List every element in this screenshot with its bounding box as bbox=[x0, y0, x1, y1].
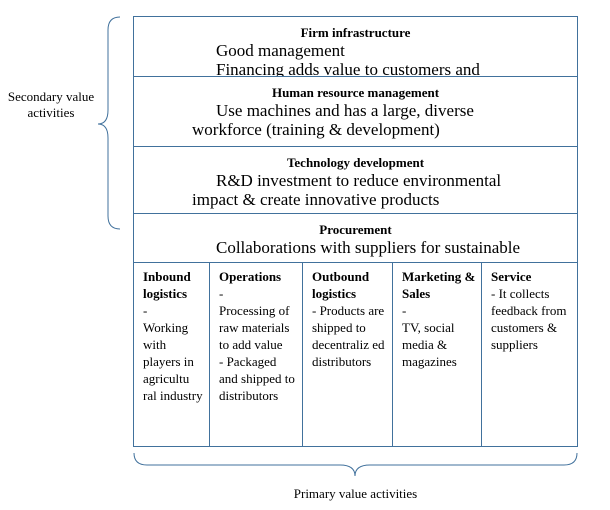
outbound-logistics-cell: Outbound logistics - Products are shippe… bbox=[303, 263, 393, 447]
primary-activities-row: Inbound logistics - Working with players… bbox=[134, 263, 577, 447]
cell-title: Outbound logistics bbox=[312, 269, 370, 301]
firm-infrastructure-band: Firm infrastructure Good management Fina… bbox=[134, 17, 577, 77]
band-text-line: workforce (training & development) bbox=[192, 120, 440, 139]
cell-body: - It collects feedback from customers & … bbox=[491, 286, 570, 352]
band-text-line: impact & create innovative products bbox=[192, 190, 440, 209]
service-cell: Service - It collects feedback from cust… bbox=[482, 263, 577, 447]
band-title: Procurement bbox=[319, 222, 392, 237]
value-chain-diagram: Firm infrastructure Good management Fina… bbox=[133, 16, 578, 447]
band-title: Technology development bbox=[286, 155, 425, 170]
band-text-line: Collaborations with suppliers for sustai… bbox=[216, 238, 521, 257]
cell-title: Inbound logistics bbox=[143, 269, 191, 301]
operations-cell: Operations - Processing of raw materials… bbox=[210, 263, 303, 447]
left-brace bbox=[97, 16, 121, 230]
primary-activities-label: Primary value activities bbox=[293, 486, 418, 501]
cell-body: - Processing of raw materials to add val… bbox=[219, 286, 295, 403]
cell-title: Operations bbox=[219, 269, 282, 284]
cell-body: - Working with players in agricultu ral … bbox=[143, 303, 203, 403]
cell-title: Marketing & Sales bbox=[402, 269, 476, 301]
cell-body: - TV, social media & magazines bbox=[402, 303, 457, 369]
technology-development-band: Technology development R&D investment to… bbox=[134, 147, 577, 214]
secondary-activities-label: Secondary value activities bbox=[7, 89, 95, 120]
band-text-line: Financing adds value to customers and bbox=[216, 60, 480, 77]
inbound-logistics-cell: Inbound logistics - Working with players… bbox=[134, 263, 210, 447]
bottom-brace bbox=[133, 452, 578, 477]
band-title: Human resource management bbox=[271, 85, 440, 100]
procurement-band: Procurement Collaborations with supplier… bbox=[134, 214, 577, 263]
band-text-line: R&D investment to reduce environmental bbox=[216, 171, 502, 190]
band-title: Firm infrastructure bbox=[300, 25, 411, 40]
band-text-line: Good management bbox=[216, 41, 345, 60]
band-text-line: Use machines and has a large, diverse bbox=[216, 101, 474, 120]
cell-title: Service bbox=[491, 269, 532, 284]
marketing-sales-cell: Marketing & Sales - TV, social media & m… bbox=[393, 263, 482, 447]
cell-body: - Products are shipped to decentraliz ed… bbox=[312, 303, 388, 369]
hr-management-band: Human resource management Use machines a… bbox=[134, 77, 577, 147]
